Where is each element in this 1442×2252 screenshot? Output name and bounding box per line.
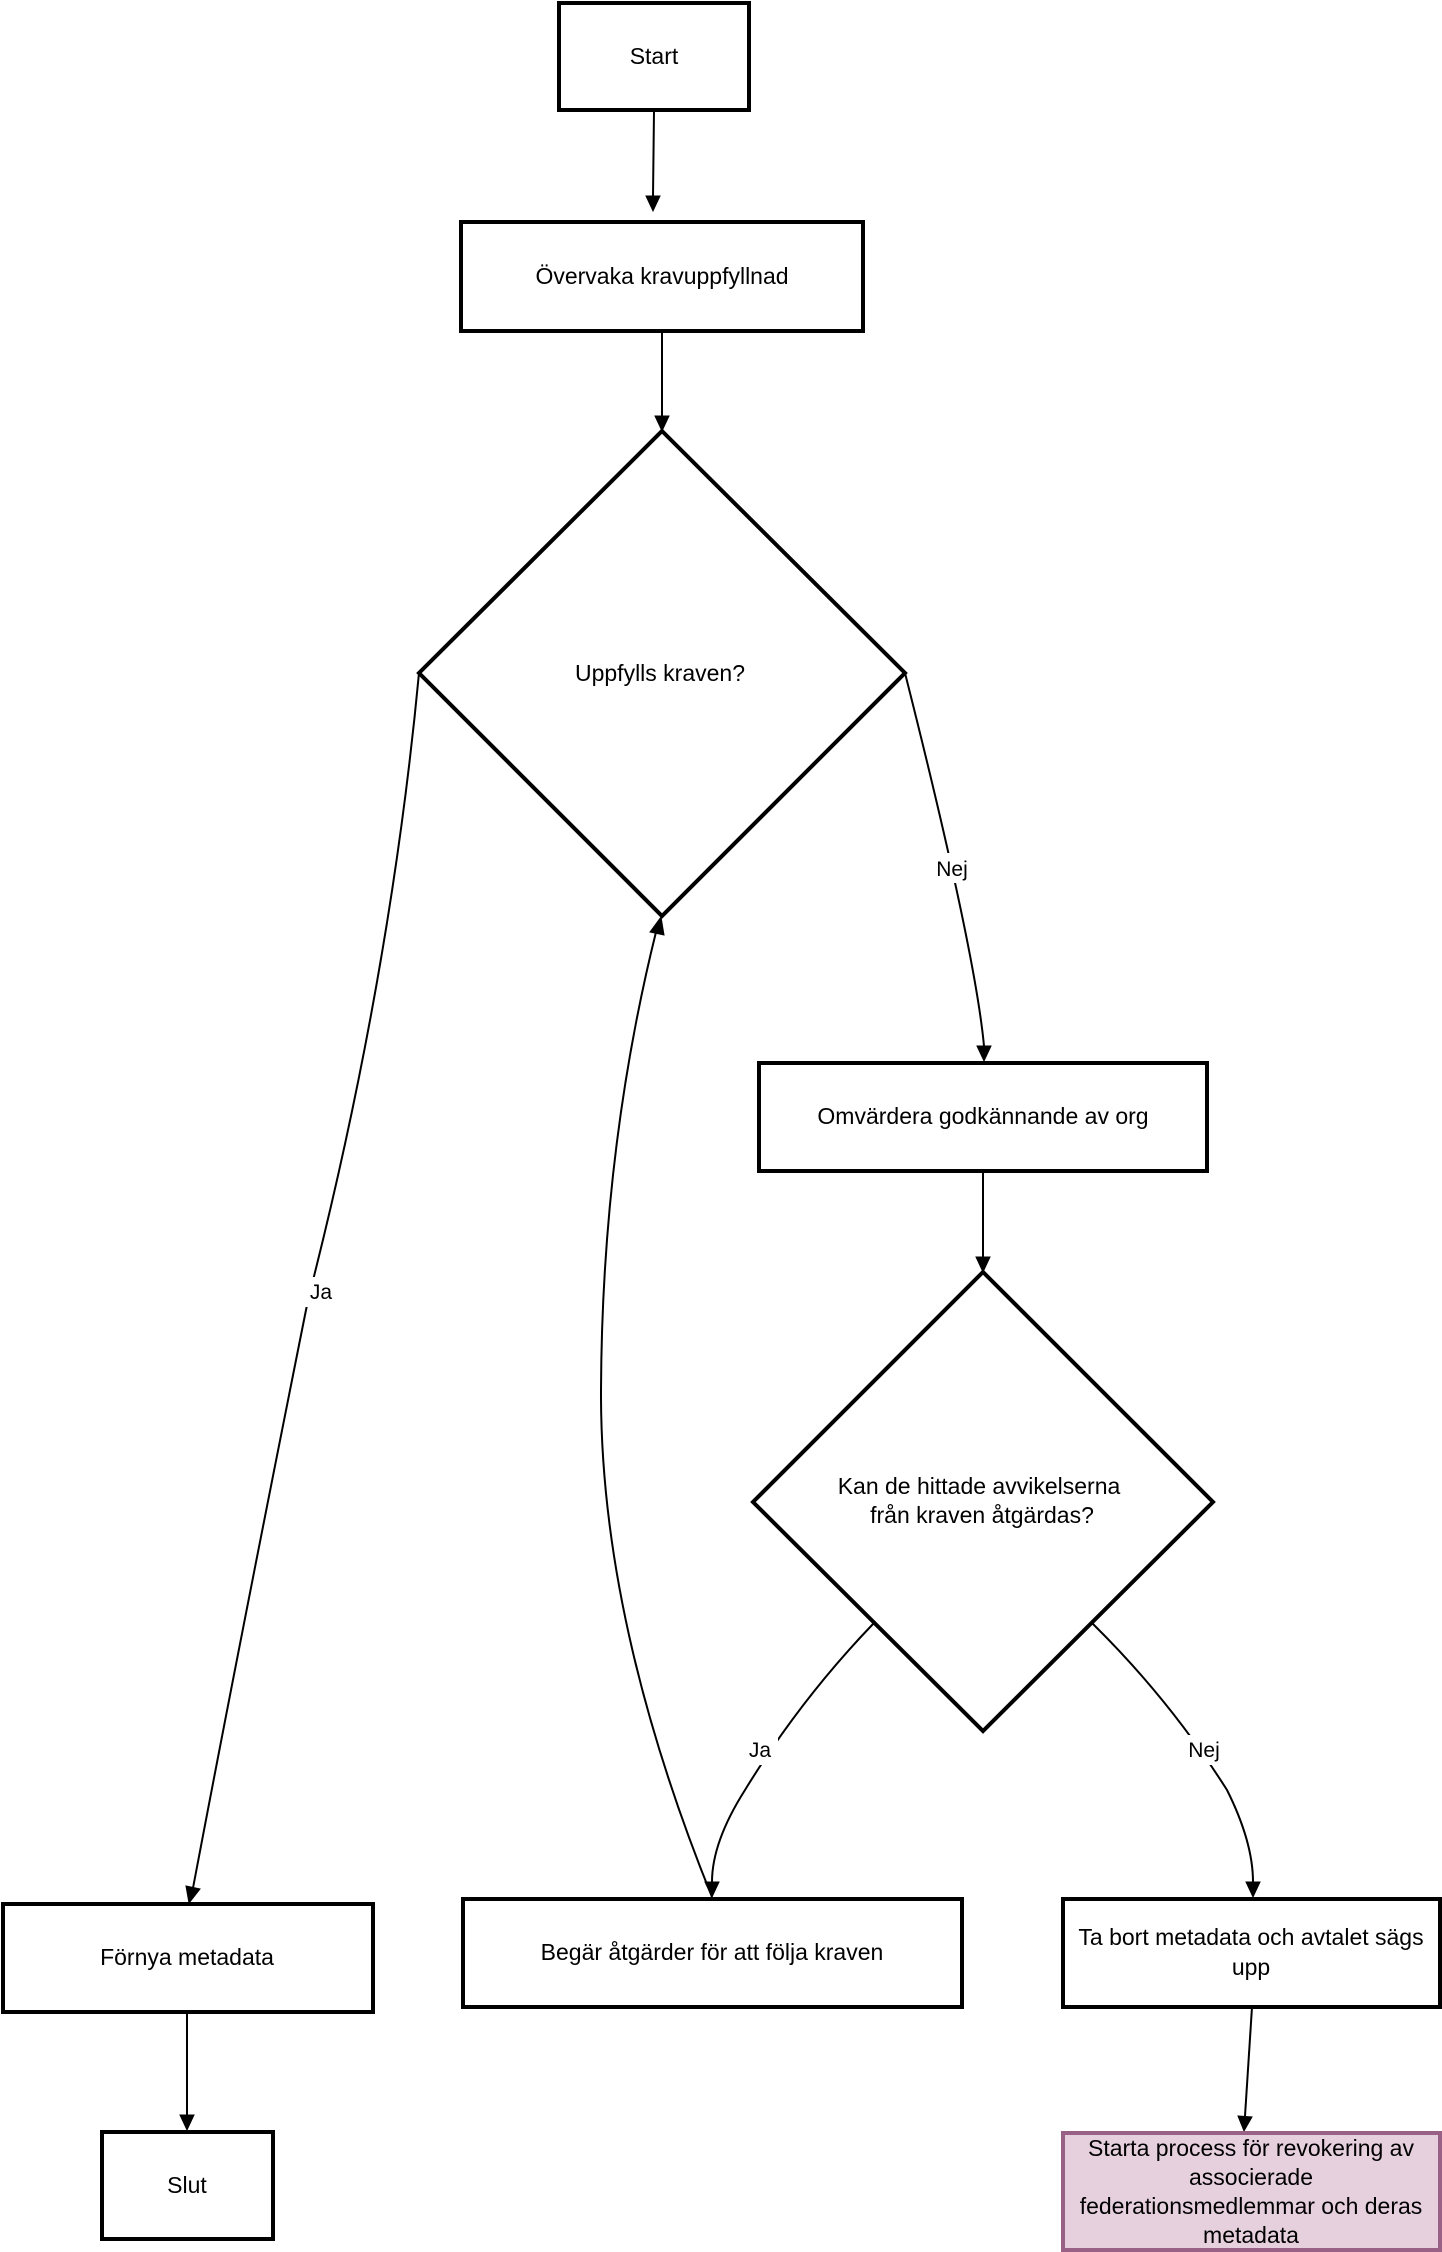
node-monitor: Övervaka kravuppfyllnad xyxy=(459,220,865,333)
node-renew-label: Förnya metadata xyxy=(100,1944,274,1970)
edge-remove-revoke xyxy=(1244,2006,1253,2117)
edge-request-decision xyxy=(599,931,713,1898)
edges xyxy=(179,110,1261,2133)
edge-label-requirements-no: Nej xyxy=(936,858,968,881)
arrowhead-remove-revoke xyxy=(1237,2115,1253,2133)
node-end-label: Slut xyxy=(167,2172,207,2198)
node-decision-fixable-line-1: Kan de hittade avvikelserna xyxy=(838,1473,1121,1499)
arrowhead-decision-reassess xyxy=(976,1045,992,1063)
node-decision-fixable-line-2: från kraven åtgärdas? xyxy=(870,1502,1094,1528)
node-end: Slut xyxy=(100,2130,275,2241)
node-revoke-line-2: associerade xyxy=(1189,2164,1313,2190)
arrowhead-start-monitor xyxy=(645,195,661,213)
node-reassess: Omvärdera godkännande av org xyxy=(757,1061,1209,1173)
arrowhead-monitor-decision xyxy=(654,415,670,433)
edge-decision-reassess xyxy=(904,672,985,1047)
edge-start-monitor xyxy=(652,110,655,197)
node-monitor-label: Övervaka kravuppfyllnad xyxy=(535,263,788,289)
node-revoke-line-1: Starta process för revokering av xyxy=(1088,2135,1414,2161)
edge-fixable-request xyxy=(711,1623,874,1883)
arrowhead-decision-renew xyxy=(185,1885,201,1905)
node-start: Start xyxy=(557,1,751,112)
edge-fixable-remove xyxy=(1092,1623,1254,1883)
node-revoke-line-4: metadata xyxy=(1203,2222,1299,2248)
arrowhead-renew-end xyxy=(179,2114,195,2132)
node-remove-line-2: upp xyxy=(1232,1954,1270,1980)
edge-label-fixable-yes: Ja xyxy=(749,1739,772,1762)
arrowhead-fixable-remove xyxy=(1245,1881,1261,1899)
node-revoke-line-3: federationsmedlemmar och deras xyxy=(1080,2193,1423,2219)
edge-label-fixable-no: Nej xyxy=(1188,1739,1220,1762)
node-renew: Förnya metadata xyxy=(1,1902,375,2014)
arrowhead-request-decision xyxy=(649,915,665,936)
node-decision-requirements-label: Uppfylls kraven? xyxy=(575,660,745,686)
node-reassess-label: Omvärdera godkännande av org xyxy=(817,1103,1148,1129)
node-request-actions: Begär åtgärder för att följa kraven xyxy=(461,1897,964,2009)
node-remove-line-1: Ta bort metadata och avtalet sägs xyxy=(1078,1924,1423,1950)
node-remove: Ta bort metadata och avtalet sägs upp xyxy=(1061,1897,1442,2009)
node-decision-fixable: Kan de hittade avvikelserna från kraven … xyxy=(750,1269,1216,1734)
edge-label-requirements-yes: Ja xyxy=(310,1281,333,1304)
node-request-actions-label: Begär åtgärder för att följa kraven xyxy=(541,1939,884,1965)
node-start-label: Start xyxy=(630,43,679,69)
arrowhead-reassess-fixable xyxy=(975,1256,991,1274)
node-decision-requirements: Uppfylls kraven? xyxy=(416,428,908,919)
edge-labels: Nej Ja Ja Nej xyxy=(303,853,1228,1765)
node-revoke: Starta process för revokering av associe… xyxy=(1061,2131,1442,2252)
